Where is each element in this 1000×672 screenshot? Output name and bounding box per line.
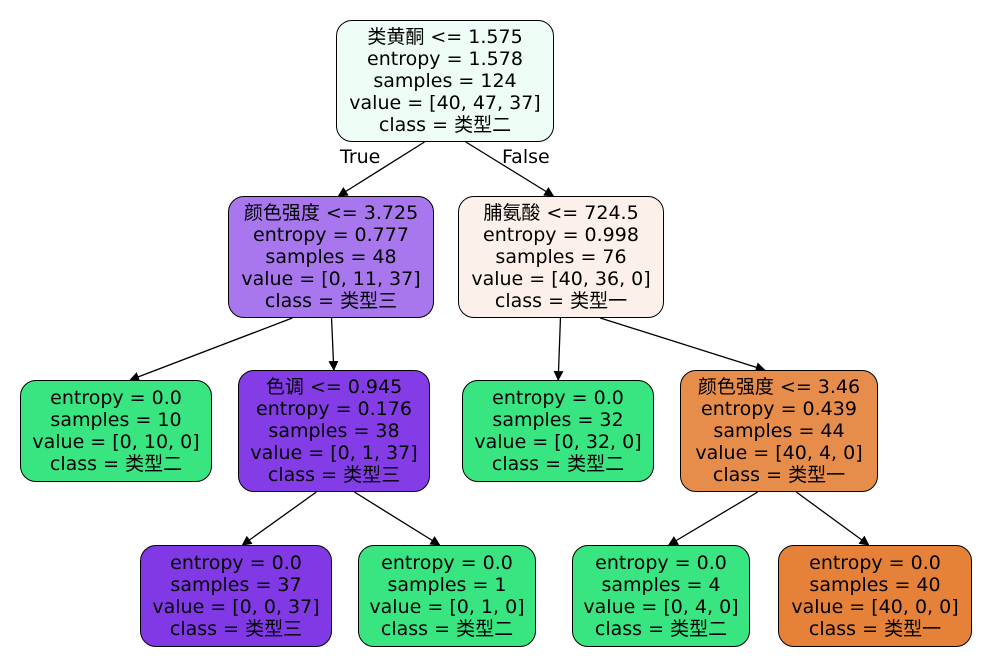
node-line: 颜色强度 <= 3.46 (697, 376, 861, 398)
edge-n4-n8 (353, 491, 441, 546)
node-line: samples = 38 (268, 420, 400, 442)
node-line: samples = 10 (50, 409, 182, 431)
node-line: samples = 1 (387, 574, 507, 596)
node-line: entropy = 0.998 (483, 224, 639, 246)
node-line: entropy = 0.777 (253, 224, 409, 246)
edge-n0-n2 (465, 141, 555, 197)
node-line: class = 类型三 (267, 464, 401, 486)
node-line: samples = 48 (265, 246, 397, 268)
node-line: value = [0, 10, 0] (32, 431, 200, 453)
node-line: value = [0, 1, 0] (369, 596, 525, 618)
node-line: class = 类型三 (169, 618, 303, 640)
node-line: value = [40, 47, 37] (349, 92, 541, 114)
node-line: samples = 124 (373, 70, 517, 92)
node-line: class = 类型二 (491, 453, 625, 475)
node-line: samples = 4 (601, 574, 721, 596)
edge-n1-n3 (129, 317, 293, 382)
edge-n6-n10 (795, 491, 870, 546)
node-line: entropy = 0.0 (492, 387, 624, 409)
edge-n2-n5 (553, 317, 564, 381)
node-line: samples = 44 (713, 420, 845, 442)
node-line: samples = 32 (492, 409, 624, 431)
edge-label-false: False (502, 146, 550, 168)
node-line: class = 类型二 (49, 453, 183, 475)
node-line: entropy = 0.0 (381, 552, 513, 574)
node-line: value = [0, 4, 0] (583, 596, 739, 618)
node-line: value = [0, 11, 37] (241, 268, 421, 290)
node-line: 类黄酮 <= 1.575 (367, 26, 523, 48)
edge-n6-n9 (667, 491, 759, 546)
node-line: value = [40, 0, 0] (791, 596, 959, 618)
node-line: value = [40, 36, 0] (471, 268, 651, 290)
node-line: class = 类型二 (378, 114, 512, 136)
node-line: class = 类型二 (594, 618, 728, 640)
edge-n4-n7 (241, 491, 317, 546)
node-line: class = 类型一 (494, 290, 628, 312)
node-line: value = [40, 4, 0] (695, 442, 863, 464)
node-line: class = 类型一 (808, 618, 942, 640)
node-line: entropy = 0.439 (701, 398, 857, 420)
node-line: samples = 40 (809, 574, 941, 596)
node-line: entropy = 0.176 (256, 398, 412, 420)
node-line: value = [0, 0, 37] (152, 596, 320, 618)
node-line: entropy = 0.0 (170, 552, 302, 574)
node-line: entropy = 1.578 (367, 48, 523, 70)
node-line: entropy = 0.0 (595, 552, 727, 574)
node-line: class = 类型三 (264, 290, 398, 312)
edge-n1-n4 (328, 317, 339, 371)
edge-label-true: True (340, 146, 381, 168)
node-line: value = [0, 1, 37] (250, 442, 418, 464)
edge-n0-n1 (337, 141, 425, 197)
node-line: value = [0, 32, 0] (474, 431, 642, 453)
node-line: samples = 37 (170, 574, 302, 596)
node-line: class = 类型一 (712, 464, 846, 486)
node-line: entropy = 0.0 (50, 387, 182, 409)
node-line: 颜色强度 <= 3.725 (243, 202, 419, 224)
node-line: samples = 76 (495, 246, 627, 268)
node-line: 色调 <= 0.945 (265, 376, 403, 398)
node-line: entropy = 0.0 (809, 552, 941, 574)
edge-n2-n6 (600, 317, 766, 373)
node-line: 脯氨酸 <= 724.5 (483, 202, 639, 224)
node-line: class = 类型二 (380, 618, 514, 640)
